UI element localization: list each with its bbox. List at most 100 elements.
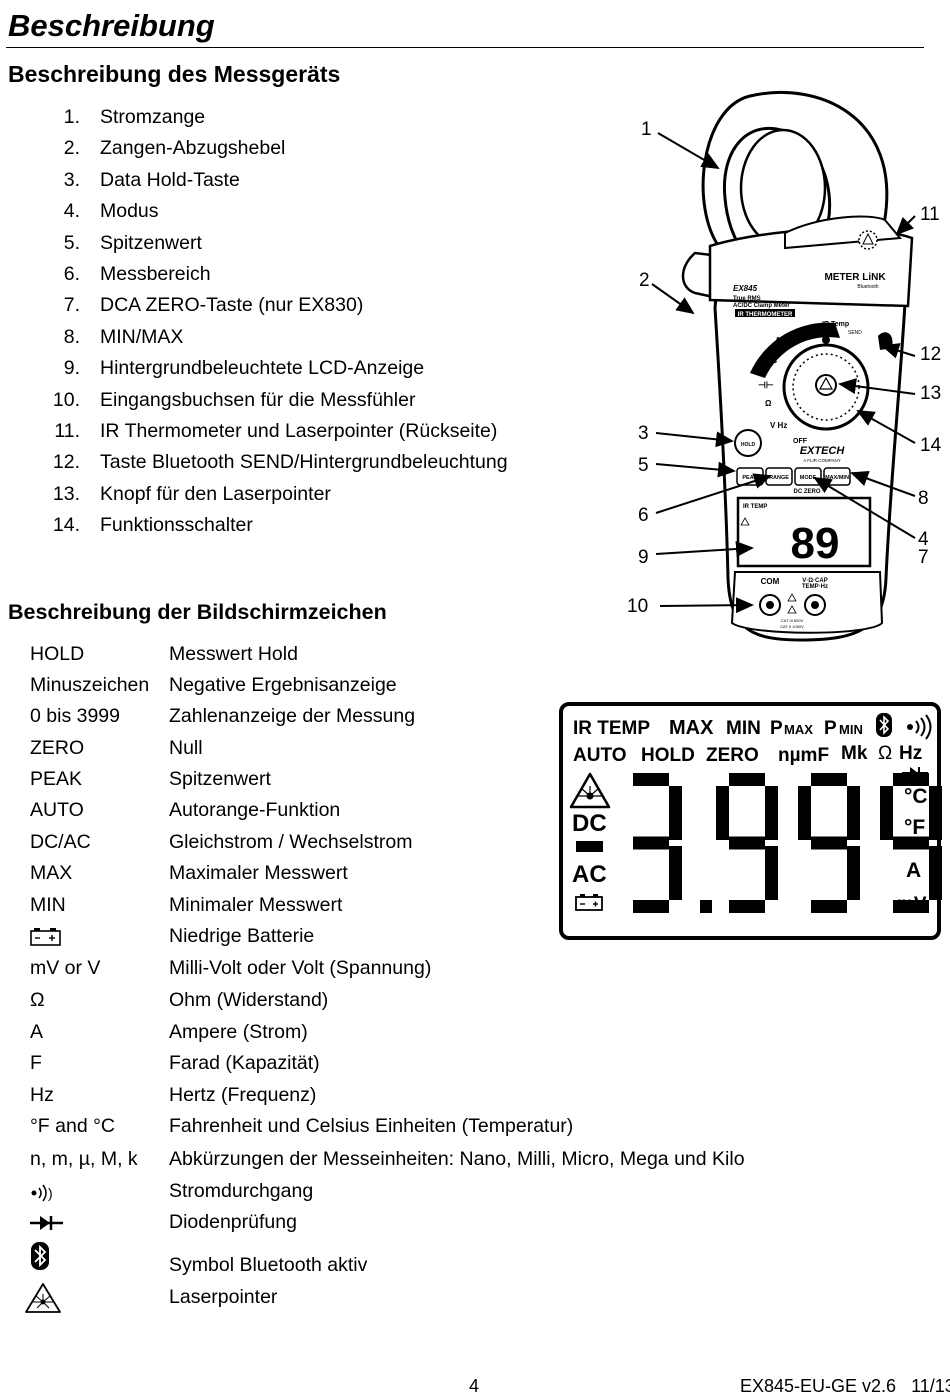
symbol-label: Ω <box>30 989 45 1011</box>
list-item-number: 4. <box>63 200 80 223</box>
meter-button-label: MAX/MIN <box>825 475 849 481</box>
function-dial-ring <box>750 322 840 378</box>
lcd-digit-segment <box>847 846 860 900</box>
dial-vac: V Hz <box>770 421 787 430</box>
symbol-label: HOLD <box>30 643 85 665</box>
symbol-label: DC/AC <box>30 831 91 853</box>
list-item-label: Taste Bluetooth SEND/Hintergrundbeleucht… <box>100 451 508 474</box>
input-label: V·Ω·CAP <box>802 578 827 584</box>
lcd-celsius: °C <box>904 785 928 808</box>
lcd-digit-segment <box>729 773 765 786</box>
callout-number: 10 <box>627 596 649 617</box>
svg-text:): ) <box>48 1185 53 1201</box>
lcd-digit-segment <box>729 900 765 913</box>
lcd-decimal-point <box>700 900 712 913</box>
symbol-description: Diodenprüfung <box>169 1211 297 1233</box>
list-item-number: 5. <box>63 231 80 254</box>
symbol-label: PEAK <box>30 768 83 790</box>
ir-badge: IR THERMOMETER <box>738 312 793 318</box>
list-item-label: DCA ZERO-Taste (nur EX830) <box>100 294 364 317</box>
lcd-pmax-sub: MAX <box>784 722 813 737</box>
lcd-digit-segment <box>633 900 669 913</box>
list-item-number: 6. <box>63 263 80 285</box>
cat-rating-1: CAT III 600V <box>781 618 804 623</box>
lcd-dc: DC <box>572 810 607 837</box>
list-item-label: Zangen-Abzugshebel <box>100 137 286 160</box>
list-item-label: Spitzenwert <box>100 231 202 254</box>
symbol-description: Ohm (Widerstand) <box>169 989 329 1011</box>
lcd-digit-segment <box>811 836 847 850</box>
symbol-description: Symbol Bluetooth aktiv <box>169 1254 368 1276</box>
bluetooth-icon <box>30 1241 50 1277</box>
symbol-label: MIN <box>30 894 66 916</box>
lcd-ac: AC <box>572 861 607 888</box>
list-item-number: 11. <box>54 420 80 442</box>
meter-button-label: MODE <box>800 475 817 481</box>
lcd-battery-icon <box>575 894 603 911</box>
symbol-description: Hertz (Frequenz) <box>169 1084 317 1106</box>
lcd-hold: HOLD <box>641 745 695 766</box>
symbol-label: °F and °C <box>30 1115 115 1137</box>
lcd-digit-segment <box>798 786 811 840</box>
list-item-label: Eingangsbuchsen für die Messfühler <box>100 388 416 411</box>
lcd-min: MIN <box>726 718 761 739</box>
lcd-fahrenheit: °F <box>904 816 925 839</box>
dial-off: OFF <box>793 438 808 445</box>
lcd-main-digits <box>633 773 942 913</box>
lcd-mv: mV <box>897 894 927 915</box>
list-item-label: Data Hold-Taste <box>100 168 240 191</box>
callout-number: 11 <box>920 204 940 225</box>
symbol-description: Autorange-Funktion <box>169 799 341 821</box>
laser-icon <box>24 1282 62 1320</box>
symbol-description: Null <box>169 737 203 759</box>
dial-irtemp: IR Temp <box>822 321 849 328</box>
hold-button <box>734 429 762 457</box>
section-heading-symbols: Beschreibung der Bildschirmzeichen <box>8 600 387 624</box>
lcd-digit-segment <box>880 786 893 840</box>
dial-adc: ADC <box>760 356 778 365</box>
lcd-ohm: Ω <box>878 743 892 764</box>
brand-logo: EXTECH <box>800 445 846 457</box>
symbol-label: ZERO <box>30 737 85 759</box>
symbol-description: Farad (Kapazität) <box>169 1052 320 1074</box>
list-item-label: Hintergrundbeleuchtete LCD-Anzeige <box>100 357 425 380</box>
lcd-prefix: nµmF <box>778 745 829 766</box>
symbol-description: Spitzenwert <box>169 768 271 790</box>
callout-number: 2 <box>639 270 650 291</box>
lcd-pmax-p: P <box>770 718 783 739</box>
symbol-description: Minimaler Messwert <box>169 894 343 916</box>
callout-number: 7 <box>918 547 929 568</box>
laser-button <box>815 374 837 396</box>
lcd-hz: Hz <box>899 743 922 764</box>
symbol-label: 0 bis 3999 <box>30 705 120 727</box>
symbol-description: Stromdurchgang <box>169 1180 314 1202</box>
list-item-label: Funktionsschalter <box>100 514 253 537</box>
callout-number: 6 <box>638 505 649 526</box>
lcd-irtemp: IR TEMP <box>573 718 650 739</box>
lcd-digit-segment <box>716 786 729 840</box>
symbol-description: Ampere (Strom) <box>169 1021 308 1043</box>
lcd-digit-segment <box>929 786 942 840</box>
section-heading-meter: Beschreibung des Messgeräts <box>8 61 341 87</box>
lcd-digit-segment <box>729 836 765 850</box>
list-item-label: MIN/MAX <box>100 325 184 348</box>
page-number: 4 <box>469 1376 480 1396</box>
lcd-digit-segment <box>765 846 778 900</box>
symbol-label: A <box>30 1021 44 1043</box>
list-item-label: Knopf für den Laserpointer <box>100 482 331 505</box>
meter-button-label: PEAK <box>742 475 757 481</box>
list-item-number: 14. <box>52 514 80 537</box>
meter-lcd-value: 89 <box>791 519 840 568</box>
callout-number: 4 <box>918 529 929 550</box>
meter-lcd <box>736 496 872 568</box>
lcd-symbol-diagram: IR TEMP MAX MIN P MAX P MIN AUTO HOLD ZE… <box>559 702 942 940</box>
dial-cap: ⊣⊢ <box>758 380 774 390</box>
bluetooth-label: Bluetooth <box>857 284 878 290</box>
callout-number: 12 <box>920 344 942 365</box>
page-title: Beschreibung <box>8 8 215 43</box>
symbol-description: Zahlenanzeige der Messung <box>169 705 416 727</box>
lcd-zero: ZERO <box>706 745 759 766</box>
model-sub2: AC/DC Clamp Meter <box>733 303 790 309</box>
list-item-number: 9. <box>63 357 80 380</box>
lcd-digit-segment <box>847 786 860 840</box>
